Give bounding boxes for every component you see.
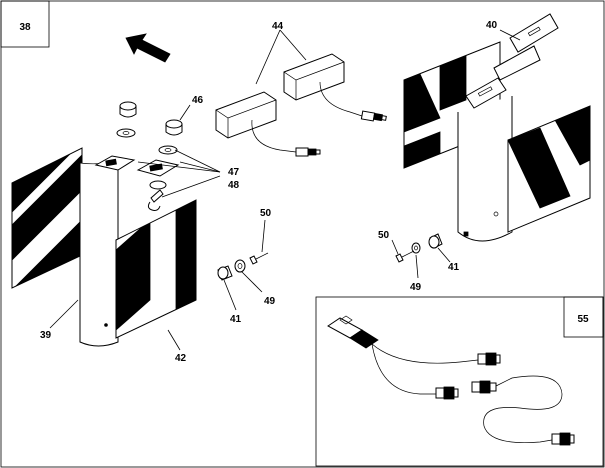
callout-labels: 46 47 48 39 42 44 40 50 49 41 50 49 41 (40, 20, 498, 364)
front-hazard-panel (507, 105, 591, 233)
callout-50-right: 50 (378, 230, 390, 241)
direction-arrow-icon (125, 33, 171, 63)
callout-40: 40 (486, 20, 498, 31)
harness-connector-top (477, 352, 501, 366)
bolt-48 (147, 180, 167, 211)
callout-46: 46 (192, 95, 204, 106)
hardware-right (391, 233, 451, 279)
harness-end-connector (551, 432, 575, 446)
lamp-pair-44 (215, 29, 387, 157)
hardware-46 (116, 101, 183, 155)
harness-main-connector (327, 315, 379, 349)
left-post-assembly (11, 147, 197, 347)
right-hazard-panel (115, 199, 197, 339)
bracket-strap (493, 45, 541, 81)
callout-49-right: 49 (410, 282, 422, 293)
callout-48: 48 (228, 180, 240, 191)
post-39 (79, 162, 119, 347)
callout-41-center: 41 (230, 314, 242, 325)
figure-number: 38 (19, 22, 31, 33)
harness-connector-middle (435, 386, 459, 400)
callout-44: 44 (272, 21, 284, 32)
callout-47: 47 (228, 167, 240, 178)
right-post-assembly (403, 13, 591, 242)
callout-42: 42 (175, 353, 187, 364)
leader-lines-left (49, 104, 221, 351)
inset-number: 55 (577, 314, 589, 325)
callout-41-right: 41 (448, 262, 460, 273)
hardware-center (217, 219, 269, 311)
figure-number-box: 38 (0, 0, 50, 48)
callout-50-center: 50 (260, 208, 272, 219)
inset-wiring-harness: 55 (315, 296, 604, 467)
callout-39: 39 (40, 330, 52, 341)
left-hazard-panel (11, 147, 83, 289)
callout-49-center: 49 (264, 296, 276, 307)
harness-extension-connector (471, 380, 497, 394)
post-40 (457, 96, 513, 242)
